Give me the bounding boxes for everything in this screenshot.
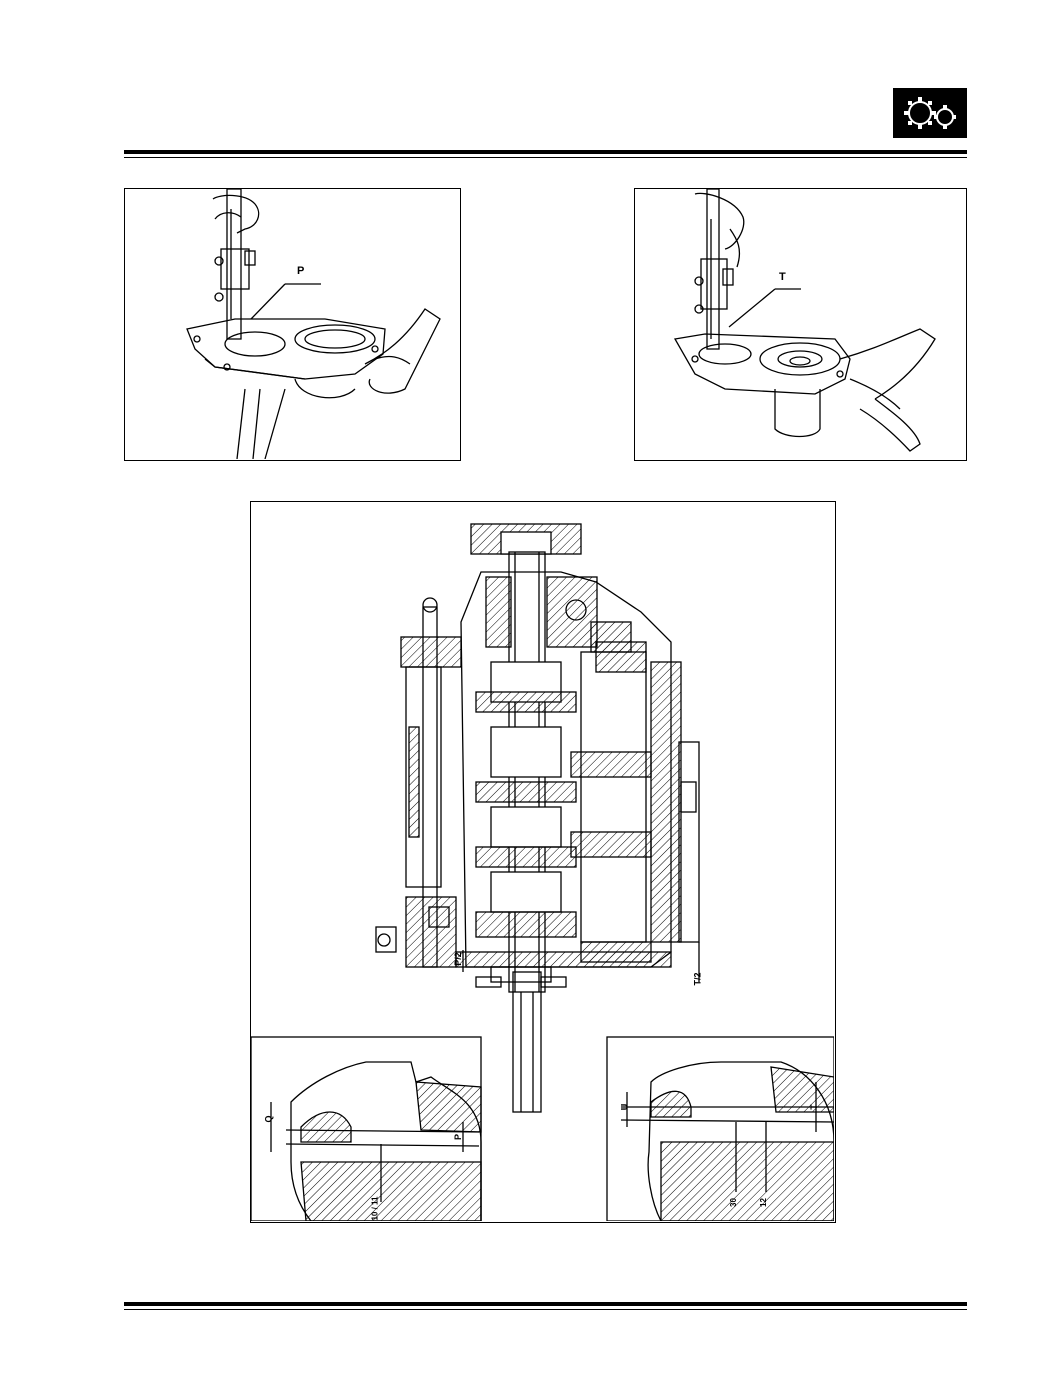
inset-right-u-label: U [619, 1103, 630, 1111]
gearbox-gears-icon [893, 88, 967, 138]
callout-t-label: T [779, 271, 786, 283]
figure-gearbox-section: P/2 T/2 Q P 10 / 11 U T 30 12 [250, 501, 836, 1223]
header-rule-thin [124, 157, 967, 158]
figure-measure-p: P [124, 188, 461, 461]
header-rule-thick [124, 150, 967, 154]
inset-left-p-label: P [453, 1133, 464, 1141]
footer-rule-thin [124, 1309, 967, 1310]
footer-rule-thick [124, 1302, 967, 1306]
dimension-p2-label: P/2 [452, 952, 463, 966]
caliper-p-illustration [186, 189, 441, 459]
callout-p-label: P [297, 265, 305, 277]
caliper-t-illustration [673, 189, 936, 452]
inset-left-q-label: Q [263, 1115, 274, 1123]
gearbox-cross-section-illustration [251, 523, 834, 1221]
inset-right-ref-b-label: 12 [758, 1198, 768, 1207]
inset-left-ref-label: 10 / 11 [370, 1196, 380, 1221]
figure-measure-t: T [634, 188, 967, 461]
dimension-t2-label: T/2 [692, 972, 703, 986]
inset-right-ref-a-label: 30 [728, 1198, 738, 1207]
inset-right-t-label: T [808, 1104, 819, 1110]
